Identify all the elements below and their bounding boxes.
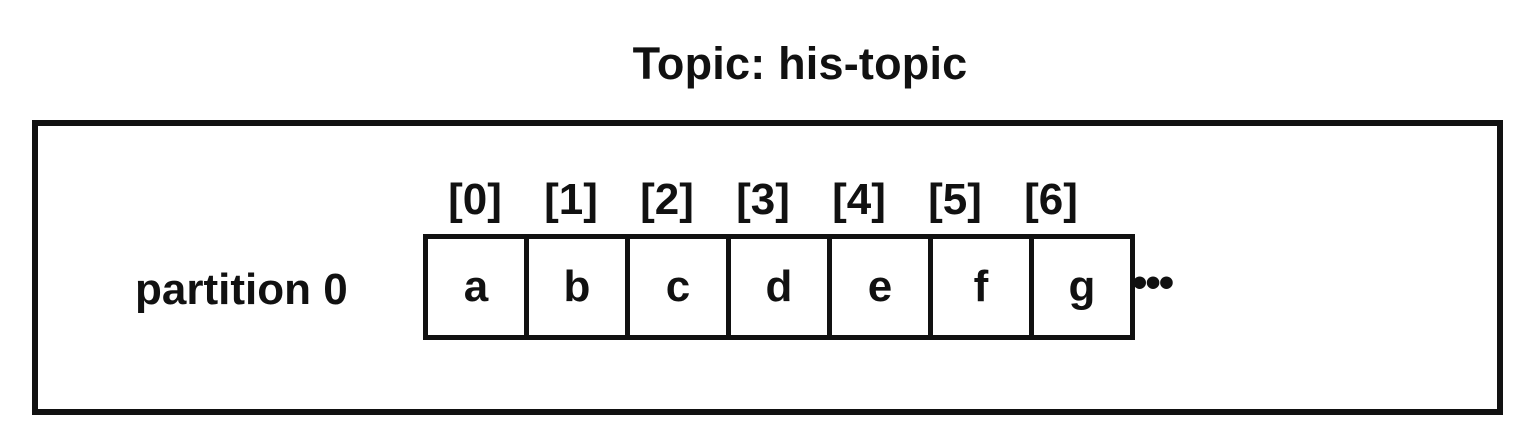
record-cell: b bbox=[524, 234, 630, 340]
offset-labels: [0] [1] [2] [3] [4] [5] [6] bbox=[427, 172, 1099, 228]
record-cell: c bbox=[625, 234, 731, 340]
record-cell: a bbox=[423, 234, 529, 340]
offset-label: [0] bbox=[448, 175, 502, 224]
record-cell: e bbox=[827, 234, 933, 340]
partition-label: partition 0 bbox=[135, 265, 348, 314]
topic-title: Topic: his-topic bbox=[632, 38, 968, 89]
topic-container bbox=[32, 120, 1503, 415]
offset-label: [3] bbox=[736, 175, 790, 224]
record-cell: g bbox=[1029, 234, 1135, 340]
offset-label: [1] bbox=[544, 175, 598, 224]
offset-label: [2] bbox=[640, 175, 694, 224]
offset-label: [5] bbox=[928, 175, 982, 224]
record-cell: d bbox=[726, 234, 832, 340]
partition-log: a b c d e f g bbox=[423, 234, 1135, 340]
more-records-ellipsis: ••• bbox=[1132, 258, 1174, 307]
offset-label: [6] bbox=[1024, 175, 1078, 224]
offset-label: [4] bbox=[832, 175, 886, 224]
record-cell: f bbox=[928, 234, 1034, 340]
